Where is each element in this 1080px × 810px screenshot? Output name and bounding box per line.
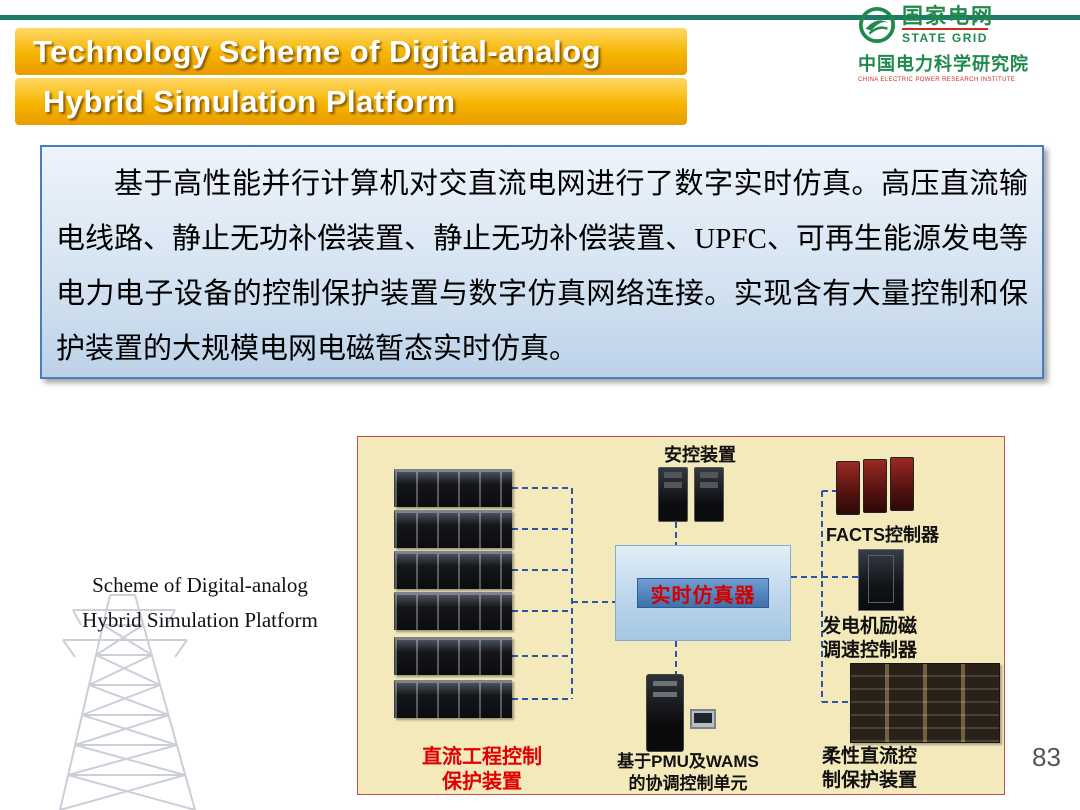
logo-institute-cn: 中国电力科学研究院: [858, 54, 1029, 74]
excitation-label-line2: 调速控制器: [822, 640, 918, 661]
simulation-server-rack-5: [394, 637, 512, 675]
caption-line2: Hybrid Simulation Platform: [82, 608, 318, 632]
slide-title-line2: Hybrid Simulation Platform: [15, 78, 687, 125]
simulation-server-rack-2: [394, 510, 512, 548]
logo-company-cn: 国家电网: [902, 5, 994, 28]
flexible-dc-label-line1: 柔性直流控: [822, 746, 918, 767]
facts-controller-label: FACTS控制器: [826, 525, 940, 545]
pmu-wams-label: 基于PMU及WAMS 的协调控制单元: [604, 751, 772, 795]
excitation-cabinet: [858, 549, 904, 611]
security-control-server-2: [694, 467, 724, 522]
pmu-wams-tower: [646, 674, 684, 752]
pmu-wams-label-line2: 的协调控制单元: [628, 774, 748, 793]
realtime-simulator-label: 实时仿真器: [637, 578, 769, 608]
state-grid-logo-icon: [858, 6, 896, 44]
pmu-wams-label-line1: 基于PMU及WAMS: [617, 752, 759, 771]
title-banner: Technology Scheme of Digital-analog Hybr…: [15, 28, 687, 125]
simulation-server-rack-3: [394, 551, 512, 589]
dc-protection-label-line1: 直流工程控制: [422, 746, 542, 768]
simulation-server-rack-4: [394, 592, 512, 630]
excitation-label: 发电机励磁 调速控制器: [822, 615, 917, 663]
dc-protection-label-line2: 保护装置: [442, 771, 522, 793]
connection-lines: [512, 487, 858, 703]
logo-institute-en: CHINA ELECTRIC POWER RESEARCH INSTITUTE: [858, 77, 1016, 83]
logo-company-en: STATE GRID: [902, 28, 988, 45]
simulation-server-rack-1: [394, 469, 512, 507]
top-accent-line: [0, 15, 1080, 20]
slide-title-line1: Technology Scheme of Digital-analog: [15, 28, 687, 75]
hybrid-simulation-diagram: 安控装置 实时仿真器 FACTS控制器 发电机励磁 调速控制器 柔性直流控 制保…: [357, 436, 1005, 795]
transmission-tower-graphic: [59, 594, 196, 810]
realtime-simulator-box: 实时仿真器: [615, 545, 791, 641]
flexible-dc-label-line2: 制保护装置: [822, 770, 918, 791]
diagram-caption: Scheme of Digital-analog Hybrid Simulati…: [40, 568, 360, 638]
flexible-dc-cabinets: [850, 663, 1000, 743]
facts-cabinet-2: [863, 459, 887, 513]
summary-paragraph: 基于高性能并行计算机对交直流电网进行了数字实时仿真。高压直流输电线路、静止无功补…: [56, 168, 1028, 365]
facts-cabinet-3: [890, 457, 914, 511]
security-control-label: 安控装置: [664, 445, 736, 465]
excitation-label-line1: 发电机励磁: [822, 616, 918, 637]
summary-text-box: 基于高性能并行计算机对交直流电网进行了数字实时仿真。高压直流输电线路、静止无功补…: [40, 145, 1044, 379]
caption-line1: Scheme of Digital-analog: [92, 573, 308, 597]
page-number: 83: [1032, 742, 1061, 772]
state-grid-logo: 国家电网 STATE GRID 中国电力科学研究院 CHINA ELECTRIC…: [858, 5, 1073, 84]
facts-cabinet-1: [836, 461, 860, 515]
pmu-wams-monitor: [690, 709, 716, 729]
simulation-server-rack-6: [394, 680, 512, 718]
flexible-dc-label: 柔性直流控 制保护装置: [822, 745, 917, 793]
dc-protection-label: 直流工程控制 保护装置: [396, 745, 568, 795]
security-control-server-1: [658, 467, 688, 522]
